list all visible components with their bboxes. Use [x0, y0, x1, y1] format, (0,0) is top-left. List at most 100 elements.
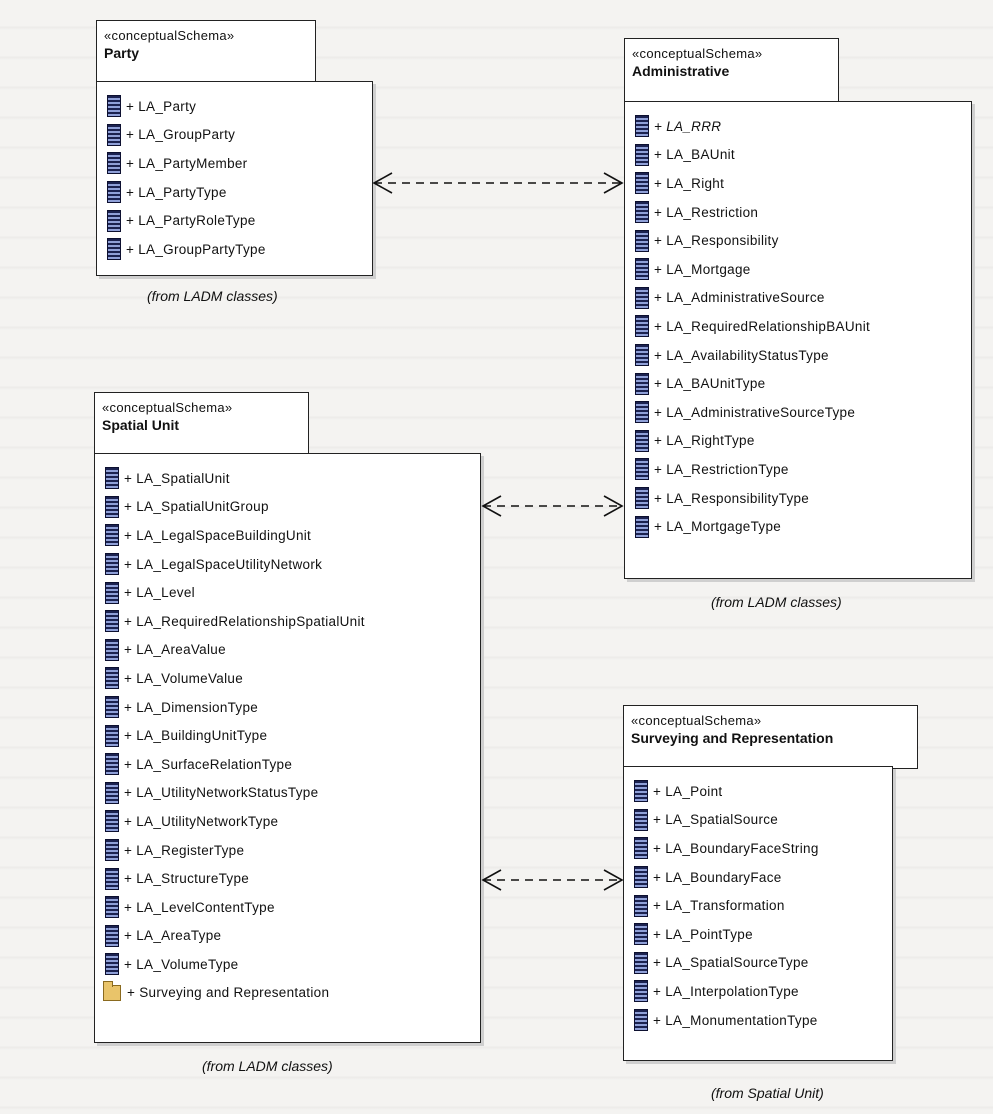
class-item[interactable]: + LA_MortgageType [635, 512, 870, 541]
class-icon [105, 638, 119, 661]
class-label: + LA_Point [653, 783, 723, 799]
class-icon [635, 315, 649, 338]
class-label: + LA_Level [124, 585, 195, 601]
class-item[interactable]: + LA_Party [107, 92, 266, 121]
class-item[interactable]: + LA_GroupPartyType [107, 235, 266, 264]
class-item[interactable]: + LA_DimensionType [105, 693, 365, 722]
class-icon [107, 95, 121, 118]
class-label: + LA_PartyMember [126, 155, 248, 171]
class-item[interactable]: + LA_ResponsibilityType [635, 484, 870, 513]
class-icon [105, 810, 119, 833]
class-item[interactable]: + LA_RequiredRelationshipSpatialUnit [105, 607, 365, 636]
class-item[interactable]: + LA_VolumeType [105, 950, 365, 979]
class-label: + LA_GroupPartyType [126, 241, 266, 257]
class-icon [635, 229, 649, 252]
class-item[interactable]: + LA_SpatialSource [634, 806, 819, 835]
class-label: + LA_ResponsibilityType [654, 490, 810, 506]
class-item[interactable]: + LA_BAUnit [635, 141, 870, 170]
class-item[interactable]: + LA_BuildingUnitType [105, 721, 365, 750]
class-item[interactable]: + LA_Right [635, 169, 870, 198]
class-label: + LA_VolumeValue [124, 670, 244, 686]
class-icon [105, 924, 119, 947]
class-item[interactable]: + LA_LevelContentType [105, 893, 365, 922]
class-icon [635, 143, 649, 166]
class-item[interactable]: + LA_PartyType [107, 178, 266, 207]
class-list: + LA_SpatialUnit + LA_SpatialUnitGroup + L… [103, 464, 365, 1008]
class-item[interactable]: + LA_PointType [634, 920, 819, 949]
class-item[interactable]: + LA_RRR [635, 112, 870, 141]
class-icon [634, 866, 648, 889]
class-item[interactable]: + LA_BoundaryFaceString [634, 834, 819, 863]
class-item[interactable]: + LA_Point [634, 777, 819, 806]
spatial-unit-package-tab: «conceptualSchema» Spatial Unit [94, 392, 309, 456]
class-item[interactable]: + LA_RightType [635, 427, 870, 456]
package-name: Administrative [632, 63, 730, 79]
class-icon [107, 238, 121, 261]
class-item[interactable]: + LA_SurfaceRelationType [105, 750, 365, 779]
class-icon [107, 123, 121, 146]
class-item[interactable]: + LA_MonumentationType [634, 1006, 819, 1035]
class-item[interactable]: + LA_BoundaryFace [634, 863, 819, 892]
class-item[interactable]: + LA_InterpolationType [634, 977, 819, 1006]
class-item[interactable]: + LA_AvailabilityStatusType [635, 341, 870, 370]
class-icon [634, 1009, 648, 1032]
class-item[interactable]: + LA_GroupParty [107, 121, 266, 150]
class-item[interactable]: + LA_Responsibility [635, 226, 870, 255]
class-item[interactable]: + LA_VolumeValue [105, 664, 365, 693]
class-item[interactable]: + LA_SpatialUnit [105, 464, 365, 493]
class-label: + LA_Mortgage [654, 261, 751, 277]
class-icon [635, 458, 649, 481]
class-item[interactable]: + LA_Transformation [634, 891, 819, 920]
class-item[interactable]: + LA_RegisterType [105, 836, 365, 865]
class-icon [105, 953, 119, 976]
class-label: + LA_SurfaceRelationType [124, 756, 293, 772]
class-icon [107, 209, 121, 232]
class-item[interactable]: + LA_PartyMember [107, 149, 266, 178]
class-item[interactable]: + LA_Restriction [635, 198, 870, 227]
class-icon [105, 753, 119, 776]
class-item[interactable]: + LA_Level [105, 578, 365, 607]
class-icon [634, 808, 648, 831]
class-item[interactable]: + LA_UtilityNetworkType [105, 807, 365, 836]
class-item[interactable]: + LA_BAUnitType [635, 369, 870, 398]
class-icon [635, 115, 649, 138]
administrative-caption: (from LADM classes) [711, 594, 842, 610]
package-item[interactable]: + Surveying and Representation [103, 979, 365, 1008]
class-item[interactable]: + LA_RestrictionType [635, 455, 870, 484]
class-label: + LA_BAUnitType [654, 376, 766, 392]
class-label: + LA_DimensionType [124, 699, 259, 715]
class-label: + LA_LevelContentType [124, 899, 275, 915]
party-package-body: + LA_Party+ LA_GroupParty + LA_PartyMembe… [96, 81, 373, 276]
package-name: Spatial Unit [102, 417, 180, 433]
class-item[interactable]: + LA_AdministrativeSource [635, 284, 870, 313]
arrowhead-right [603, 495, 624, 517]
class-item[interactable]: + LA_UtilityNetworkStatusType [105, 779, 365, 808]
class-icon [105, 553, 119, 576]
class-item[interactable]: + LA_LegalSpaceBuildingUnit [105, 521, 365, 550]
surveying-package-tab: «conceptualSchema» Surveying and Represe… [623, 705, 918, 769]
stereotype-label: «conceptualSchema» [104, 28, 235, 43]
arrowhead-left [481, 495, 502, 517]
class-label: + LA_AdministrativeSourceType [654, 404, 856, 420]
class-label: + LA_RRR [654, 118, 722, 134]
class-item[interactable]: + LA_LegalSpaceUtilityNetwork [105, 550, 365, 579]
stereotype-label: «conceptualSchema» [632, 46, 763, 61]
class-icon [105, 524, 119, 547]
class-icon [635, 172, 649, 195]
class-item[interactable]: + LA_RequiredRelationshipBAUnit [635, 312, 870, 341]
class-label: + LA_AdministrativeSource [654, 290, 825, 306]
class-item[interactable]: + LA_AreaValue [105, 636, 365, 665]
class-label: + LA_BAUnit [654, 147, 735, 163]
party-package-tab: «conceptualSchema» Party [96, 20, 316, 84]
class-item[interactable]: + LA_PartyRoleType [107, 206, 266, 235]
class-item[interactable]: + LA_SpatialSourceType [634, 949, 819, 978]
class-list: + LA_RRR+ LA_BAUnit+ LA_Right+ LA_Restri… [635, 112, 870, 541]
class-label: + LA_UtilityNetworkType [124, 813, 279, 829]
class-item[interactable]: + LA_AdministrativeSourceType [635, 398, 870, 427]
class-item[interactable]: + LA_StructureType [105, 864, 365, 893]
class-icon [105, 467, 119, 490]
class-item[interactable]: + LA_SpatialUnitGroup [105, 493, 365, 522]
class-item[interactable]: + LA_Mortgage [635, 255, 870, 284]
class-label: + LA_SpatialUnitGroup [124, 499, 269, 515]
class-item[interactable]: + LA_AreaType [105, 922, 365, 951]
